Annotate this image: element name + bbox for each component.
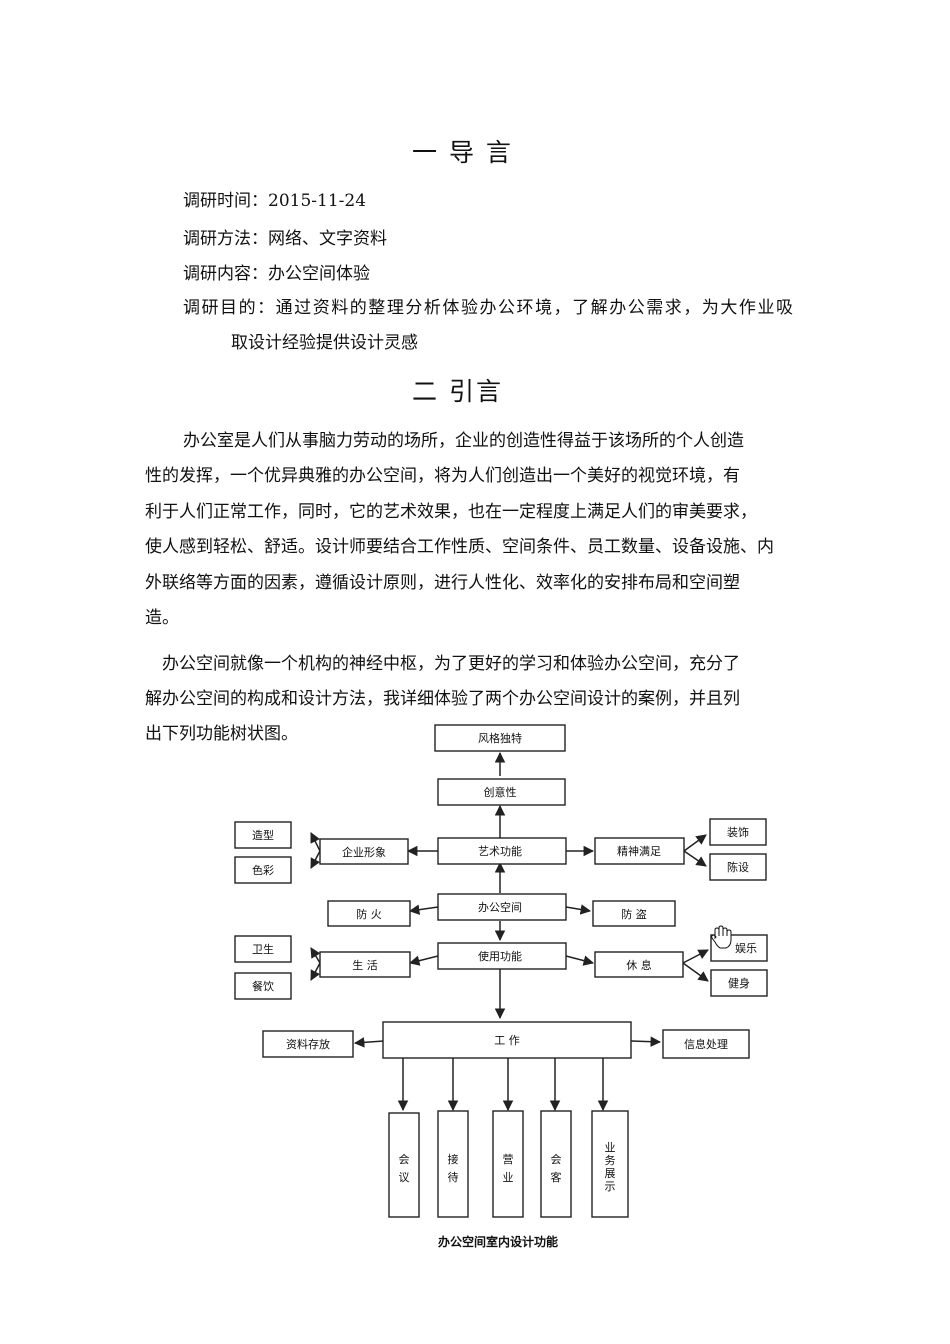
- meta-content: 调研内容：办公空间体验: [183, 259, 370, 284]
- node-label: 会客: [551, 1153, 562, 1184]
- node-label: 餐饮: [252, 979, 274, 993]
- paragraph-line: 办公室是人们从事脑力劳动的场所，企业的创造性得益于该场所的个人创造: [183, 431, 744, 451]
- node-rest: 休 息: [594, 951, 684, 978]
- node-info-processing: 信息处理: [662, 1029, 750, 1059]
- meta-label: 调研方法：: [183, 229, 268, 249]
- meta-time: 调研时间：2015-11-24: [183, 186, 366, 211]
- section-heading-intro: 一 导 言: [412, 138, 513, 167]
- node-fire: 防 火: [327, 900, 411, 927]
- node-label: 装饰: [727, 825, 749, 839]
- node-work: 工 作: [382, 1021, 632, 1059]
- node-label: 造型: [252, 828, 274, 842]
- node-label: 营业: [503, 1152, 514, 1184]
- paragraph-line: 办公空间就像一个机构的神经中枢，为了更好的学习和体验办公空间，充分了: [162, 654, 740, 674]
- node-label: 风格独特: [478, 731, 522, 745]
- node-label: 防 火: [356, 907, 382, 921]
- node-label: 企业形象: [342, 845, 386, 859]
- node-life: 生 活: [319, 951, 411, 978]
- node-label: 使用功能: [478, 949, 522, 963]
- connectors: [310, 751, 709, 1112]
- node-color: 色彩: [234, 856, 292, 884]
- paragraph-line: 出下列功能树状图。: [145, 724, 298, 744]
- meta-label: 调研时间：: [183, 191, 268, 211]
- section-heading-preface: 二 引言: [412, 377, 503, 406]
- node-art-function: 艺术功能: [437, 837, 567, 865]
- node-label: 会议: [399, 1153, 410, 1184]
- node-label: 工 作: [494, 1034, 520, 1047]
- node-label: 接待: [448, 1153, 459, 1184]
- node-label: 资料存放: [286, 1037, 330, 1051]
- node-archive: 资料存放: [262, 1030, 354, 1058]
- node-office-space: 办公空间: [437, 893, 567, 921]
- node-label: 卫生: [252, 942, 274, 956]
- node-label: 生 活: [352, 958, 378, 972]
- meta-purpose: 调研目的：通过资料的整理分析体验办公环境，了解办公需求，为大作业吸: [183, 293, 793, 318]
- meta-value: 网络、文字资料: [268, 229, 387, 249]
- node-creative: 创意性: [437, 778, 566, 806]
- node-reception: 接待: [437, 1110, 469, 1218]
- node-theft: 防 盗: [592, 900, 676, 927]
- node-style: 风格独特: [434, 724, 566, 752]
- node-label: 业务展示: [605, 1141, 616, 1193]
- meta-purpose-continued: 取设计经验提供设计灵感: [231, 333, 418, 353]
- meta-value: 通过资料的整理分析体验办公环境，了解办公需求，为大作业吸: [275, 298, 793, 318]
- meta-method: 调研方法：网络、文字资料: [183, 224, 387, 249]
- node-display: 业务展示: [591, 1110, 629, 1218]
- node-label: 信息处理: [684, 1037, 728, 1051]
- node-guests: 会客: [540, 1110, 572, 1218]
- node-label: 休 息: [626, 958, 652, 972]
- paragraph-line: 使人感到轻松、舒适。设计师要结合工作性质、空间条件、员工数量、设备设施、内: [145, 537, 774, 557]
- node-corporate-image: 企业形象: [319, 838, 409, 865]
- node-label: 健身: [728, 976, 750, 990]
- paragraph-line: 性的发挥，一个优异典雅的办公空间，将为人们创造出一个美好的视觉环境，有: [145, 466, 740, 486]
- node-label: 艺术功能: [478, 844, 522, 858]
- node-shape: 造型: [234, 821, 292, 849]
- meta-value: 办公空间体验: [268, 264, 370, 284]
- node-furnish: 陈设: [709, 853, 767, 881]
- node-label: 娱乐: [735, 941, 757, 955]
- node-label: 色彩: [252, 863, 274, 877]
- meta-label: 调研内容：: [183, 264, 268, 284]
- node-label: 办公空间: [478, 900, 522, 914]
- meta-label: 调研目的：: [183, 298, 276, 318]
- meta-value: 2015-11-24: [268, 191, 367, 211]
- diagram-caption: 办公空间室内设计功能: [438, 1234, 558, 1249]
- node-decor: 装饰: [709, 818, 767, 846]
- node-use-function: 使用功能: [437, 942, 567, 970]
- node-business: 营业: [492, 1110, 524, 1218]
- node-label: 防 盗: [621, 907, 647, 921]
- node-fitness: 健身: [710, 969, 768, 997]
- paragraph-line: 外联络等方面的因素，遵循设计原则，进行人性化、效率化的安排布局和空间塑: [145, 573, 740, 593]
- node-label: 创意性: [484, 785, 517, 799]
- paragraph-line: 利于人们正常工作，同时，它的艺术效果，也在一定程度上满足人们的审美要求，: [145, 502, 757, 522]
- hand-cursor-icon: [711, 925, 732, 949]
- node-label: 精神满足: [617, 844, 661, 858]
- node-label: 陈设: [727, 860, 749, 874]
- paragraph-line: 造。: [145, 608, 179, 628]
- node-spirit: 精神满足: [594, 837, 685, 865]
- node-meeting: 会议: [388, 1112, 420, 1218]
- node-dining: 餐饮: [234, 972, 292, 1000]
- paragraph-line: 解办公空间的构成和设计方法，我详细体验了两个办公空间设计的案例，并且列: [145, 689, 740, 709]
- node-hygiene: 卫生: [234, 935, 292, 963]
- function-tree-diagram: 风格独特 创意性 艺术功能 企业形象 造型 色彩 精神满足 装饰 陈设 办公空间…: [228, 718, 776, 1255]
